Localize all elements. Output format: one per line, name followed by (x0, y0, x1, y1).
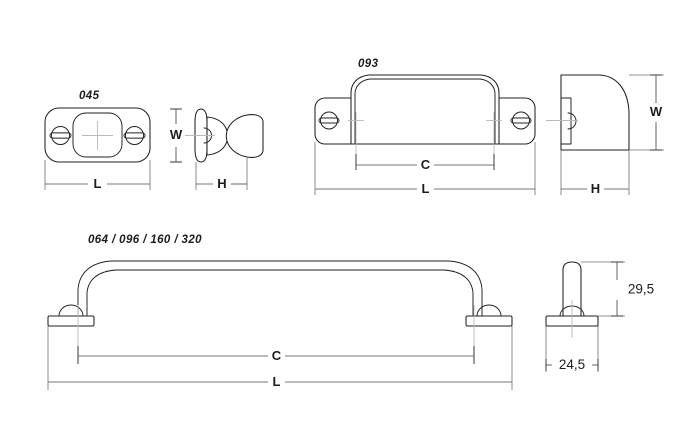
bow-handle-foot-right-base (465, 315, 513, 327)
bow-handle-dimension-L-label: L (273, 374, 281, 389)
knob-screw-right-slot (123, 132, 146, 139)
bow-handle-foot-right-dome (476, 304, 502, 317)
knob-screw-right (125, 126, 144, 145)
knob-dimension-W-label: W (170, 127, 183, 142)
view-knob-front: 045 L (44, 90, 151, 191)
bow-handle-dimension-C-label: C (272, 348, 282, 363)
bin-pull-ear-left (314, 97, 356, 145)
part-label-093: 093 (358, 58, 379, 70)
view-bin-pull-front: 093 (314, 58, 536, 196)
bin-pull-screw-left (320, 111, 338, 130)
bin-pull-ear-right (494, 97, 536, 145)
bow-handle-foot-left-base (47, 315, 95, 327)
view-knob-side: W H (170, 108, 264, 191)
part-label-045: 045 (79, 90, 100, 102)
bin-pull-side-dimension-H-label: H (591, 181, 600, 196)
bin-pull-screw-right (512, 111, 530, 130)
bin-pull-body-inner (354, 78, 496, 145)
bin-pull-screw-right-slot (510, 117, 532, 124)
view-bin-pull-side: W H (546, 74, 664, 196)
bin-pull-dimension-C-label: C (421, 157, 431, 172)
knob-dimension-L-label: L (94, 176, 102, 191)
knob-side-head (225, 114, 264, 158)
knob-screw-left-slot (49, 132, 72, 139)
part-label-bow-handle: 064 / 096 / 160 / 320 (88, 234, 202, 246)
bin-pull-dimension-L-label: L (422, 181, 430, 196)
knob-side-neck (206, 116, 229, 156)
bow-handle-inner-curve (86, 269, 474, 323)
bow-handle-side-stem (562, 261, 582, 317)
bin-pull-side-ear (560, 97, 572, 145)
bin-pull-screw-left-slot (318, 117, 340, 124)
bow-handle-foot-left-dome (58, 304, 84, 317)
view-bow-handle-front: 064 / 096 / 160 / 320 C L (47, 234, 513, 390)
bin-pull-side-profile (560, 74, 630, 151)
knob-screw-left (51, 126, 70, 145)
bow-handle-side-dimension-height-value: 29,5 (628, 282, 654, 297)
knob-dimension-H-label: H (217, 176, 226, 191)
view-bow-handle-side: 29,5 24,5 (545, 261, 654, 372)
bin-pull-body (350, 74, 500, 145)
bin-pull-side-dimension-W-label: W (650, 104, 663, 119)
knob-boss-outline (72, 112, 123, 158)
bow-handle-outer-curve (77, 260, 483, 323)
bow-handle-side-dimension-base-value: 24,5 (559, 357, 585, 372)
bin-pull-side-screw-hub (567, 112, 577, 130)
